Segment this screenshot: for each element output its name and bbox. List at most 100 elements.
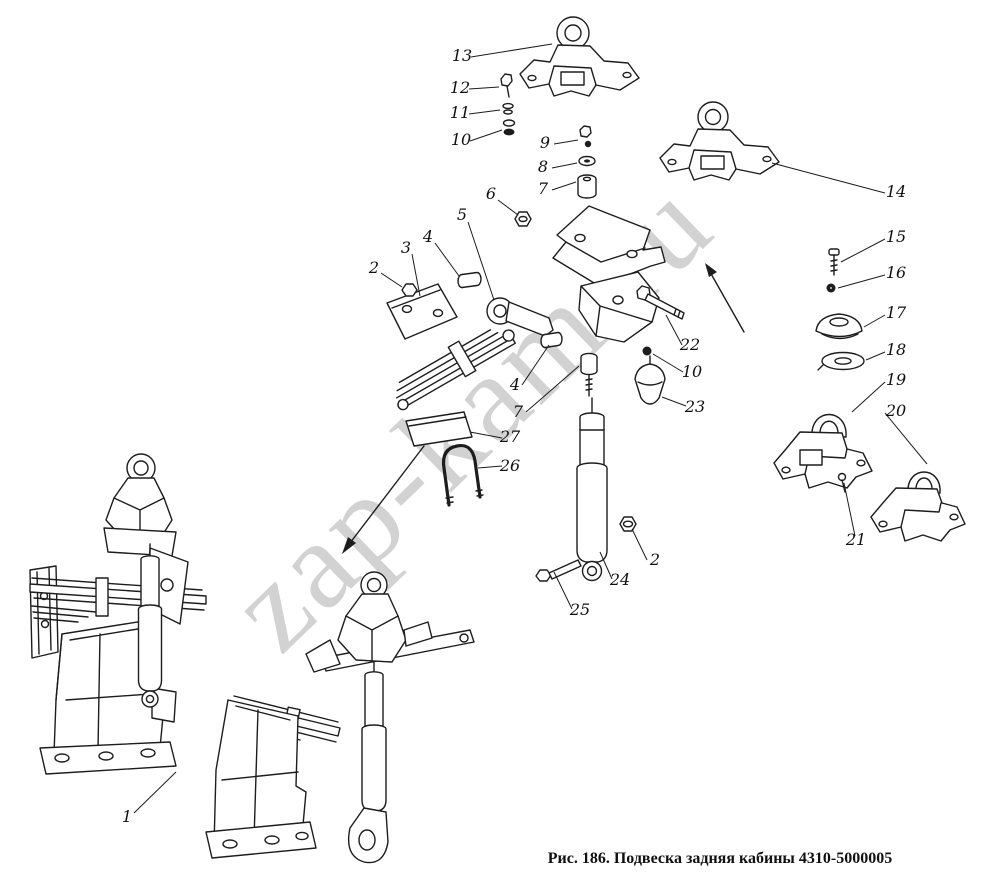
leader-24 bbox=[599, 551, 613, 580]
callout-14: 14 bbox=[886, 182, 906, 201]
leader-23 bbox=[661, 396, 687, 407]
callout-3: 3 bbox=[401, 238, 411, 257]
part-15-bolt bbox=[828, 248, 840, 276]
direction-arrow-right bbox=[705, 263, 745, 333]
assembly-1-complete bbox=[29, 453, 207, 775]
part-7-bushing-upper bbox=[577, 174, 597, 199]
callout-22: 22 bbox=[679, 335, 700, 354]
callout-23: 23 bbox=[684, 397, 705, 416]
callout-21: 21 bbox=[845, 530, 866, 549]
leader-13 bbox=[470, 43, 553, 58]
callout-5: 5 bbox=[457, 205, 467, 224]
assembly-2-complete bbox=[205, 571, 475, 864]
part-4-bushing-upper bbox=[457, 271, 482, 289]
leader-26 bbox=[477, 465, 503, 469]
leader-3 bbox=[411, 253, 421, 297]
part-7-bushing-lower bbox=[580, 352, 598, 397]
callout-11: 11 bbox=[450, 103, 470, 122]
leader-22 bbox=[665, 314, 683, 346]
part-27-plate bbox=[405, 411, 473, 447]
leader-2b bbox=[631, 528, 648, 561]
part-8-washer bbox=[578, 155, 596, 167]
figure-caption: Рис. 186. Подвеска задняя кабины 4310-50… bbox=[547, 850, 893, 867]
leader-18 bbox=[865, 351, 886, 361]
leader-4b bbox=[521, 344, 550, 386]
callout-12: 12 bbox=[450, 78, 470, 97]
leader-1 bbox=[133, 771, 177, 814]
callout-4b: 4 bbox=[509, 375, 520, 394]
part-20-bracket bbox=[870, 471, 966, 542]
part-21-bolt bbox=[837, 472, 847, 493]
leader-10a bbox=[469, 129, 503, 142]
leaf-spring-pack bbox=[396, 329, 517, 411]
leader-10b bbox=[652, 353, 684, 373]
direction-arrow-left bbox=[342, 445, 425, 554]
leader-14 bbox=[771, 162, 886, 194]
leader-27 bbox=[469, 431, 503, 439]
callout-7a: 7 bbox=[538, 179, 549, 198]
leader-21 bbox=[843, 482, 856, 537]
part-14-mount-bracket bbox=[659, 101, 780, 181]
callout-10b: 10 bbox=[682, 362, 702, 381]
callout-17: 17 bbox=[886, 303, 907, 322]
part-26-u-bolt bbox=[441, 443, 484, 507]
callout-24: 24 bbox=[609, 570, 630, 589]
leader-19 bbox=[851, 381, 886, 413]
leader-8 bbox=[551, 162, 578, 169]
callout-numbers: 13 12 11 10 9 8 7 6 5 4 3 2 14 15 16 17 … bbox=[122, 46, 907, 826]
callout-1: 1 bbox=[122, 807, 132, 826]
leader-lines bbox=[133, 43, 928, 814]
callout-15: 15 bbox=[886, 227, 906, 246]
part-6-nut bbox=[514, 211, 532, 227]
callout-20: 20 bbox=[885, 401, 906, 420]
leader-12 bbox=[468, 86, 500, 90]
leader-25 bbox=[553, 571, 573, 610]
part-9-bolt bbox=[579, 125, 592, 148]
callout-2b: 2 bbox=[649, 550, 660, 569]
leader-5 bbox=[467, 221, 495, 301]
part-10-washer-lower bbox=[642, 346, 652, 356]
leader-4a bbox=[434, 242, 460, 277]
part-25-bolt bbox=[535, 559, 582, 582]
callout-10a: 10 bbox=[451, 130, 471, 149]
part-10-washers-upper bbox=[502, 119, 516, 136]
leader-15 bbox=[840, 238, 886, 263]
callout-25: 25 bbox=[569, 600, 590, 619]
leader-16 bbox=[837, 274, 886, 289]
callout-9: 9 bbox=[540, 133, 550, 152]
leader-11 bbox=[468, 109, 501, 115]
callout-6: 6 bbox=[486, 184, 496, 203]
part-4-bushing-lower bbox=[540, 331, 563, 349]
callout-4a: 4 bbox=[422, 227, 433, 246]
callout-16: 16 bbox=[886, 263, 906, 282]
part-18-plate bbox=[817, 351, 865, 371]
part-22-bolt bbox=[636, 285, 685, 320]
part-19-bracket bbox=[773, 413, 873, 489]
part-3-plate bbox=[386, 283, 458, 340]
callout-27: 27 bbox=[499, 427, 521, 446]
callout-2a: 2 bbox=[368, 258, 379, 277]
part-2-nut-lower bbox=[619, 516, 637, 532]
callout-19: 19 bbox=[886, 370, 906, 389]
part-16-washer bbox=[826, 283, 836, 293]
part-11-washers bbox=[502, 102, 514, 115]
leader-17 bbox=[863, 314, 886, 328]
part-12-bolt bbox=[500, 73, 513, 98]
part-23-buffer bbox=[634, 355, 666, 405]
leader-7b bbox=[525, 365, 580, 413]
part-2-nut-upper bbox=[401, 283, 418, 297]
leader-7a bbox=[551, 181, 577, 191]
callout-7b: 7 bbox=[513, 402, 524, 421]
part-24-shock-absorber bbox=[576, 397, 608, 582]
leader-20 bbox=[884, 412, 928, 465]
part-5-link-arm bbox=[486, 297, 554, 337]
callout-8: 8 bbox=[538, 157, 548, 176]
callout-18: 18 bbox=[886, 340, 906, 359]
leader-2a bbox=[380, 272, 403, 288]
callout-13: 13 bbox=[452, 46, 472, 65]
part-17-cap bbox=[815, 313, 863, 340]
leader-9 bbox=[553, 139, 579, 145]
part-13-mount-bracket bbox=[519, 16, 640, 97]
